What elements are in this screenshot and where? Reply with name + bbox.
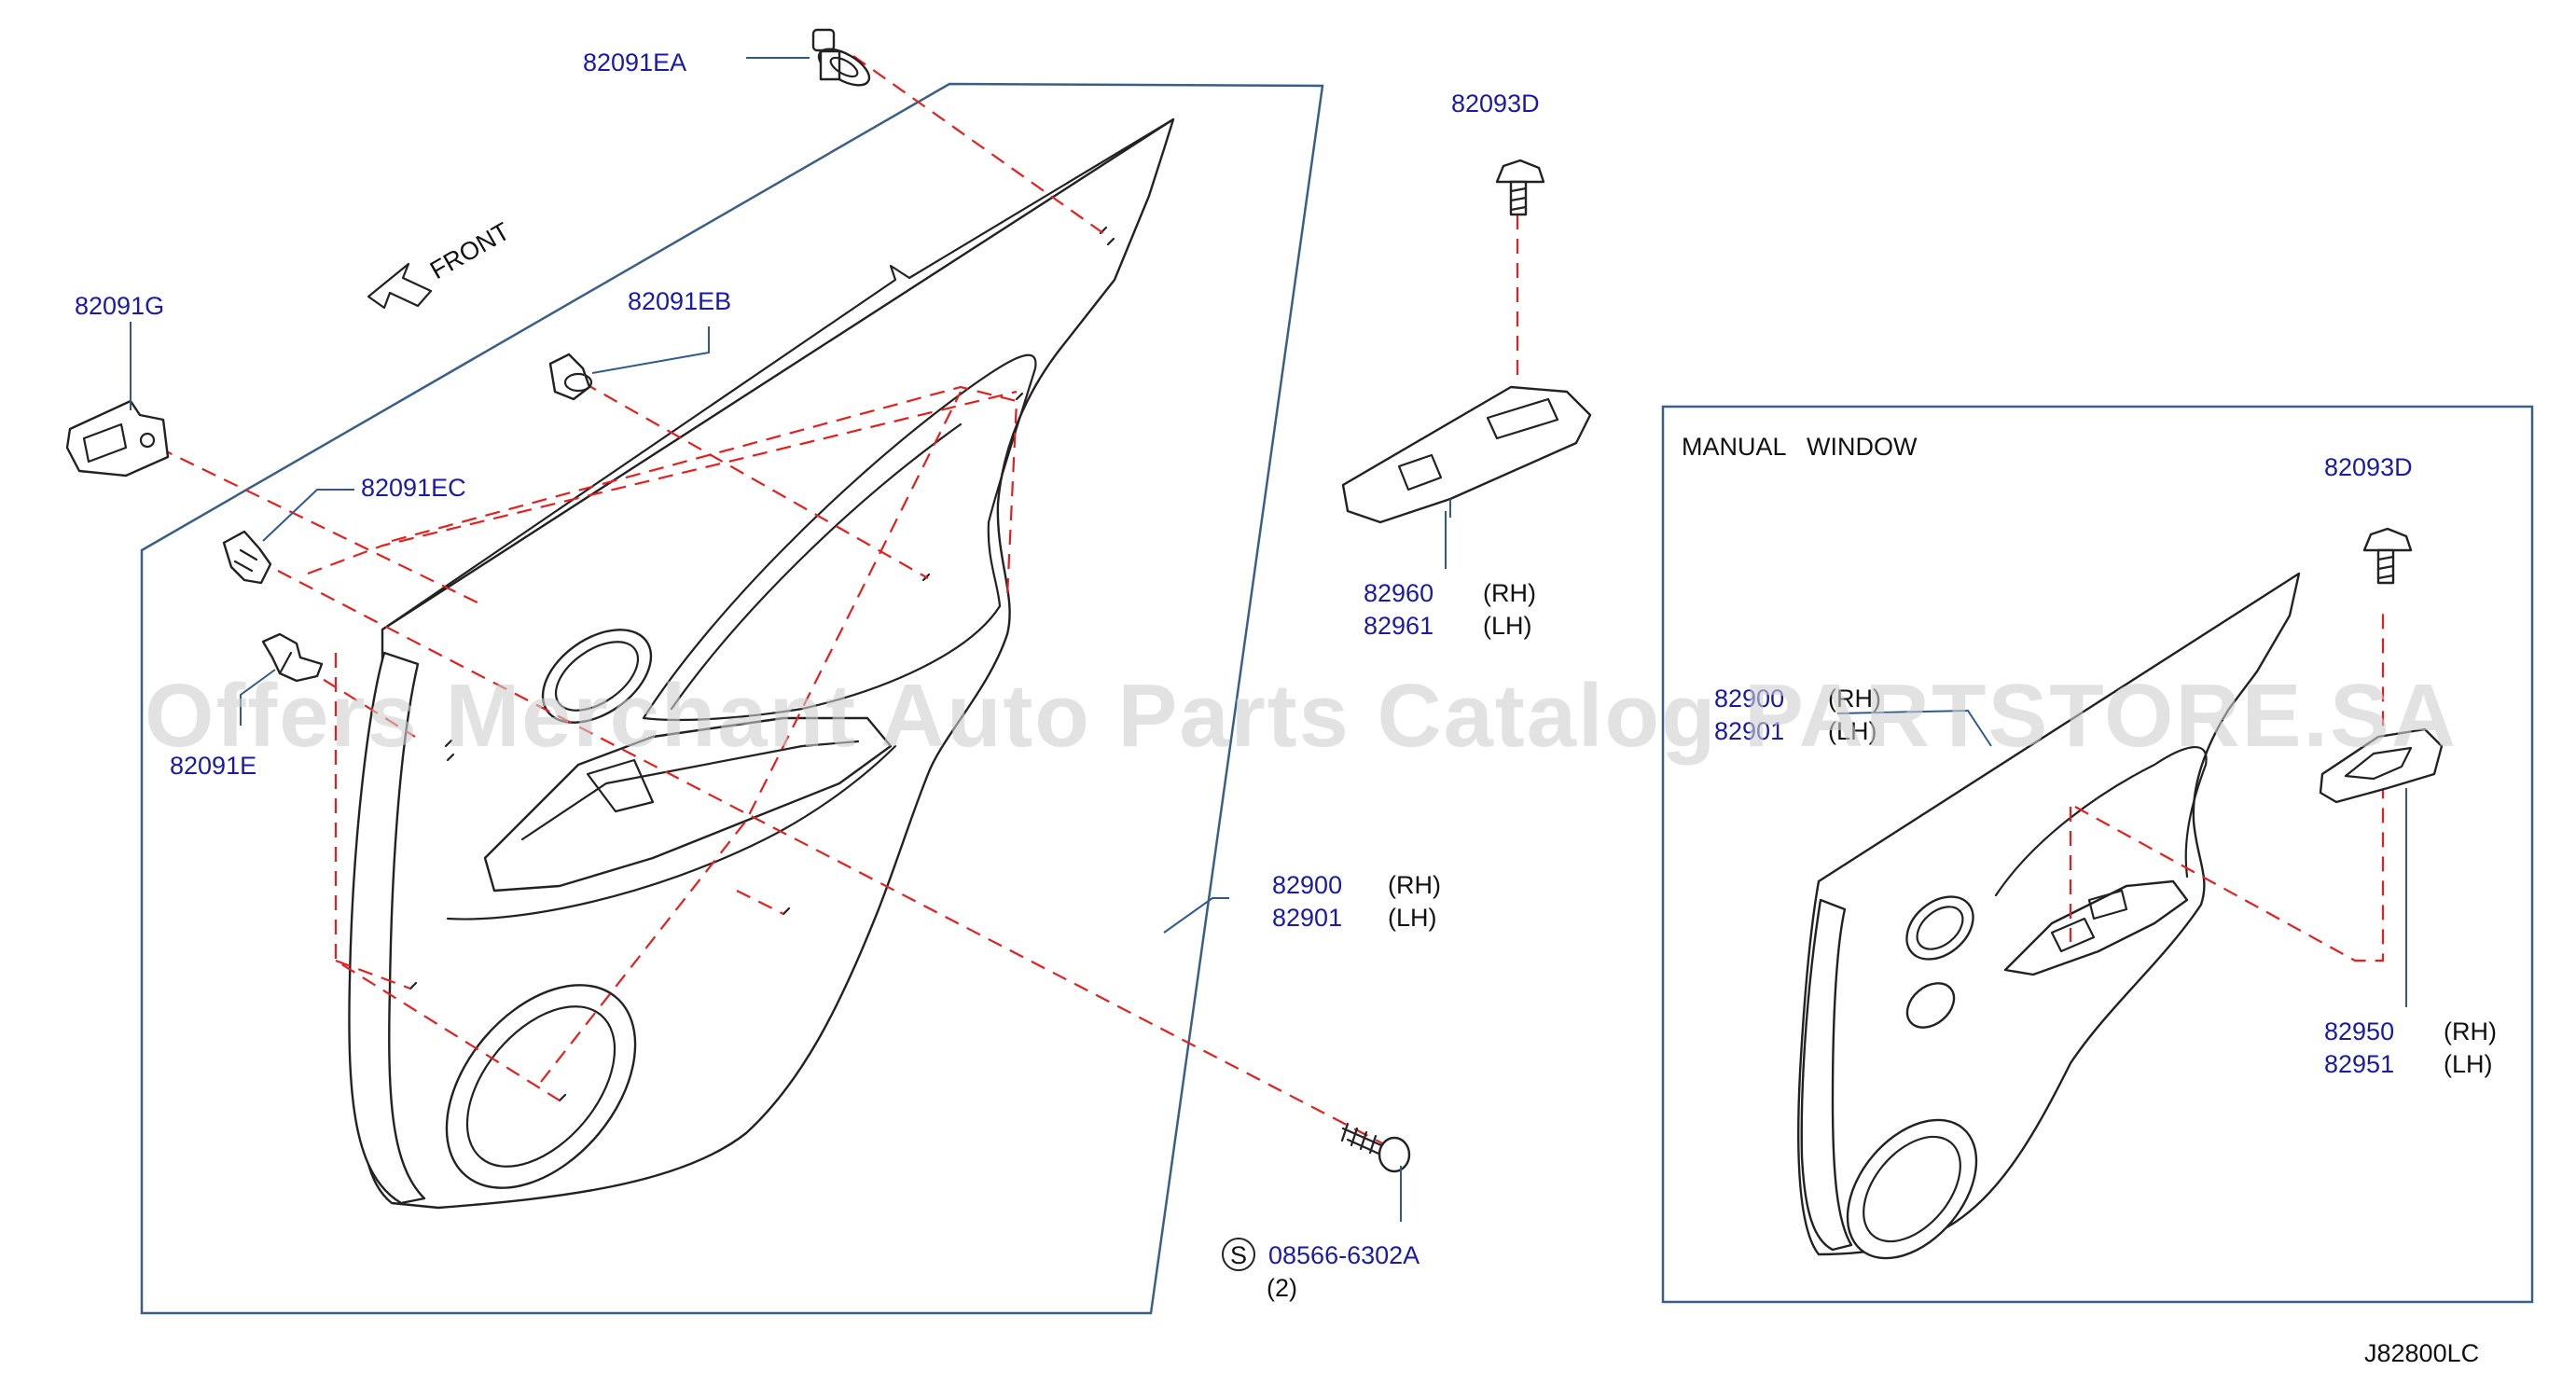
label-bolt-qty: (2) xyxy=(1267,1274,1297,1302)
label-inset-finisher-rh: (RH) xyxy=(2444,1017,2497,1045)
label-inset-trim-rh: (RH) xyxy=(1828,685,1881,713)
inset-finisher-82950 xyxy=(2319,727,2444,804)
label-clip-82091ec: 82091EC xyxy=(361,474,466,502)
clip-82091e-part xyxy=(261,632,324,683)
label-inset-trim-82901: 82901 xyxy=(1714,717,1784,745)
label-manual-window: MANUAL WINDOW xyxy=(1682,433,1918,461)
label-bolt-08566-6302a: 08566-6302A xyxy=(1268,1241,1420,1269)
label-diagram-code: J82800LC xyxy=(2364,1339,2479,1367)
inset-dashed-lines xyxy=(2069,606,2385,962)
label-clip-82091g: 82091G xyxy=(75,292,164,320)
switch-finisher-82960 xyxy=(1341,215,1592,524)
clip-82091ec-part xyxy=(222,530,272,585)
label-clip-82091eb: 82091EB xyxy=(628,287,731,315)
label-inset-finisher-82951: 82951 xyxy=(2324,1050,2394,1078)
label-clip-82091ea: 82091EA xyxy=(583,48,686,76)
label-screw-82093d: 82093D xyxy=(1451,90,1540,118)
label-finisher-82961: 82961 xyxy=(1364,612,1433,640)
screw-82093d-part xyxy=(1495,159,1545,216)
label-inset-trim-lh: (LH) xyxy=(1828,717,1877,745)
inset-door-trim-panel xyxy=(1797,572,2301,1260)
label-s-mark: S xyxy=(1230,1241,1247,1269)
label-trim-82901: 82901 xyxy=(1272,904,1342,932)
label-front: FRONT xyxy=(425,217,515,284)
bolt-08566-6302a-part xyxy=(1340,1122,1411,1173)
label-inset-finisher-82950: 82950 xyxy=(2324,1017,2394,1045)
label-trim-rh: (RH) xyxy=(1388,871,1441,899)
watermark-text: Offers Merchant Auto Parts Catalog PARTS… xyxy=(145,666,2458,766)
retainer-82091g-part xyxy=(65,399,170,477)
door-trim-panel xyxy=(348,118,1175,1210)
label-finisher-lh: (LH) xyxy=(1483,612,1532,640)
clip-82091eb-part xyxy=(548,353,593,401)
label-inset-screw-82093d: 82093D xyxy=(2324,453,2413,481)
label-finisher-rh: (RH) xyxy=(1483,579,1536,607)
label-inset-trim-82900: 82900 xyxy=(1714,685,1784,713)
label-clip-82091e: 82091E xyxy=(170,752,256,780)
label-trim-82900: 82900 xyxy=(1272,871,1342,899)
s-mark-circle xyxy=(1222,1238,1255,1271)
clip-82091ea-part xyxy=(811,28,871,87)
front-arrow-icon xyxy=(367,262,433,310)
assembly-dashed-lines xyxy=(158,55,1391,1148)
label-trim-lh: (LH) xyxy=(1388,904,1437,932)
label-finisher-82960: 82960 xyxy=(1364,579,1433,607)
label-inset-finisher-lh: (LH) xyxy=(2444,1050,2493,1078)
leader-lines xyxy=(130,57,2407,1222)
manual-window-inset-frame xyxy=(1661,405,2534,1304)
main-assembly-frame xyxy=(140,82,1324,1315)
inset-screw-82093d-part xyxy=(2362,527,2413,585)
